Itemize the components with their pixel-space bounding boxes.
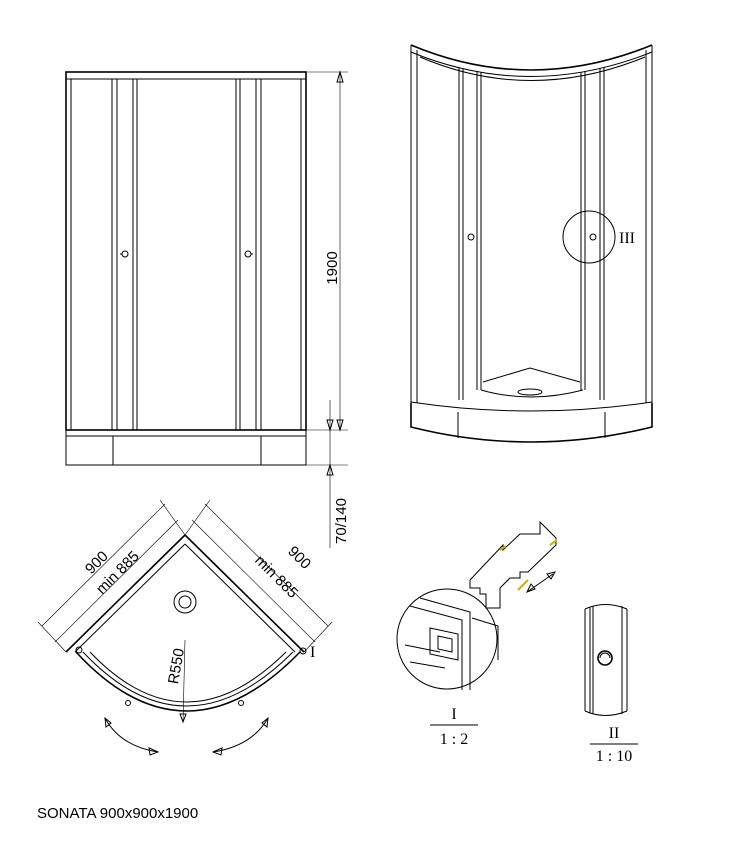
detail-iii-marker	[562, 210, 616, 264]
detail-ii	[584, 604, 628, 716]
radius-label: R550	[165, 647, 188, 685]
drain-icon	[173, 590, 197, 614]
product-caption: SONATA 900x900x1900	[37, 805, 199, 822]
door-handle-icon	[467, 233, 475, 241]
detail-iii-label: III	[619, 230, 635, 247]
detail-i-scale: 1 : 2	[440, 731, 468, 748]
front-view	[65, 70, 348, 548]
plan-width-right-label: 900	[284, 543, 314, 573]
base-height-label: 70/140	[333, 498, 350, 544]
section-mark-label: I	[310, 644, 315, 661]
height-label: 1900	[324, 251, 341, 284]
perspective-view	[410, 44, 653, 443]
detail-i-label: I	[451, 706, 456, 723]
detail-ii-scale: 1 : 10	[596, 748, 632, 765]
knob-icon	[597, 650, 613, 666]
door-handle-icon	[244, 250, 252, 258]
plan-view	[37, 499, 333, 756]
door-handle-icon	[121, 250, 129, 258]
detail-i	[396, 520, 558, 690]
door-handle-icon	[589, 233, 597, 241]
detail-ii-label: II	[609, 725, 620, 742]
